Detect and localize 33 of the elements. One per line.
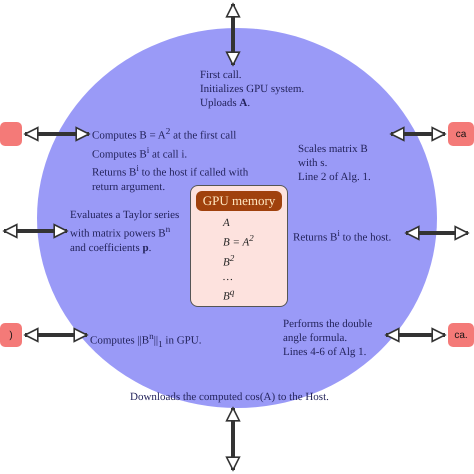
formula-text: … [223,270,234,286]
note-text: Downloads the computed cos(A) to the Host. [130,390,330,404]
tag-box [0,122,22,146]
note-text: Computes B$^{i}$ at call i. [92,144,188,162]
double-arrow [24,126,90,142]
double-arrow [390,126,446,142]
note-text: Computes B = A$^{2}$ at the first call [92,125,238,143]
formula-text: B$^{2}$ [223,252,236,270]
note-text: Computes ||B$^{n}$||$_{1}$ in GPU. [90,330,202,351]
note-text: First call. [200,68,243,82]
double-arrow [24,328,88,342]
memory-panel [190,185,288,307]
note-text: Line 2 of Alg. 1. [298,170,372,184]
note-text: Uploads A. [200,96,252,110]
panel-header: GPU memory [196,191,282,211]
note-text: Lines 4-6 of Alg 1. [283,345,368,359]
note-text: Scales matrix B with s. [298,142,369,170]
double-arrow [3,224,68,238]
label-tag: ca. [448,323,474,347]
note-text: Returns B$^{i}$ to the host if called with return argument. [92,162,250,194]
formula-text: B = A$^{2}$ [223,232,255,251]
double-arrow [385,328,446,342]
double-arrow [226,3,240,66]
label-tag: ) [0,323,22,347]
note-text: Evaluates a Taylor series with matrix powers B$^{n}$ and coefficients p. [70,208,180,255]
double-arrow [226,407,240,471]
double-arrow [405,226,469,240]
formula-text: B$^{q}$ [223,286,236,305]
label-tag: ca [448,122,474,146]
note-text: Performs the double angle formula. [283,317,374,345]
note-text: Initializes GPU system. [200,82,306,96]
formula-text: A [223,216,231,231]
note-text: Returns B$^{i}$ to the host. [293,227,392,245]
